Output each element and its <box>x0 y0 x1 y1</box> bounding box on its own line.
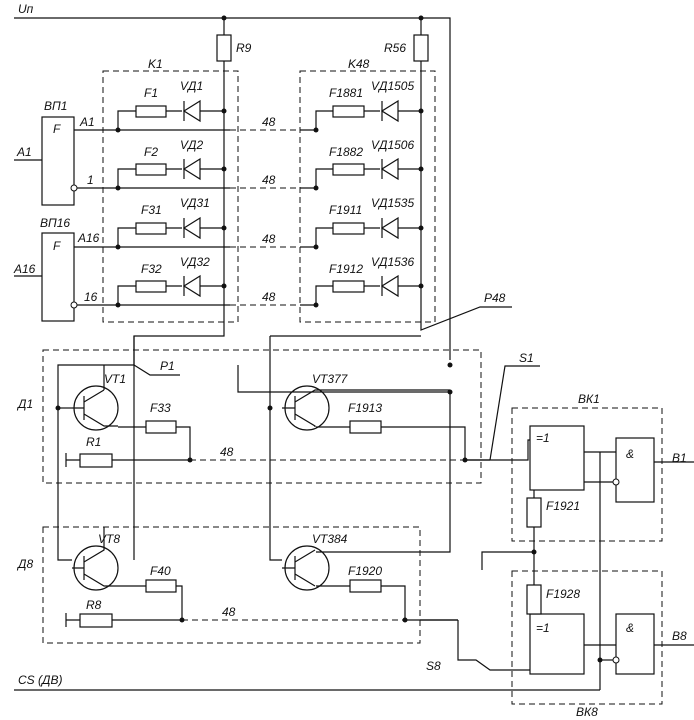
transistor-label: VT377 <box>312 372 349 386</box>
logic-gates <box>526 425 655 675</box>
wiring <box>14 17 694 691</box>
fuse-label: F1928 <box>546 587 580 601</box>
gate-label-and: & <box>626 621 634 635</box>
fuse-label: F1920 <box>348 564 382 578</box>
transistors <box>72 365 450 591</box>
fuse-label: F1881 <box>329 86 363 100</box>
line-label-p48: P48 <box>484 291 506 305</box>
block-label-d1: Д1 <box>16 397 33 411</box>
fuse-label: F31 <box>141 203 162 217</box>
transistor-label: VT1 <box>104 372 126 386</box>
cs-label: CS (ДВ) <box>18 673 62 687</box>
link-label: 48 <box>262 232 276 246</box>
fuse-label: F1913 <box>348 401 382 415</box>
fuse-label: F40 <box>150 564 171 578</box>
buffer-vp1 <box>41 116 75 206</box>
block-label-d8: Д8 <box>16 557 33 571</box>
fuse-label: F32 <box>141 262 162 276</box>
fuse-label: F1911 <box>329 203 362 217</box>
link-label: 48 <box>262 290 276 304</box>
line-label-s8: S8 <box>426 659 441 673</box>
fuse-array-k1 <box>135 105 167 293</box>
diode-label: VД1505 <box>371 79 414 93</box>
diode-label: VД32 <box>180 255 210 269</box>
transistor-label: VT8 <box>98 532 120 546</box>
output-label-b8: B8 <box>672 629 687 643</box>
gate-label-and: & <box>626 447 634 461</box>
fuse-label: F1 <box>144 86 158 100</box>
fuse-label: F1921 <box>546 499 580 513</box>
labels: Uп R9 R56 K1 K48 ВП1 F A1 A1 1 ВП16 F A1… <box>13 2 687 719</box>
fuse-label: F1882 <box>329 145 363 159</box>
line-label-p1: P1 <box>160 359 175 373</box>
resistor-label: R8 <box>86 598 102 612</box>
buffer-out1-vp16: A16 <box>77 231 100 245</box>
decoder-passives <box>65 420 382 628</box>
fuse-label: F33 <box>150 401 171 415</box>
link-label: 48 <box>262 115 276 129</box>
line-label-s1: S1 <box>519 351 534 365</box>
resistor-label: R1 <box>86 435 101 449</box>
diode-label: VД1536 <box>371 255 414 269</box>
buffer-vp16 <box>41 232 75 322</box>
diode-label: VД1535 <box>371 196 414 210</box>
fuse-array-k48 <box>332 105 365 293</box>
link-label: 48 <box>220 445 234 459</box>
pullup-label-r9: R9 <box>236 41 252 55</box>
block-label-vk8: ВК8 <box>576 705 598 719</box>
block-frames <box>42 70 663 705</box>
diode-label: VД1506 <box>371 138 414 152</box>
link-label: 48 <box>262 173 276 187</box>
junctions <box>55 15 603 663</box>
transistor-label: VT384 <box>312 532 348 546</box>
buffer-func-vp1: F <box>53 122 61 136</box>
output-label-b1: B1 <box>672 451 687 465</box>
link-label: 48 <box>222 605 236 619</box>
buffer-out2-vp16: 16 <box>84 290 98 304</box>
fuse-label: F1912 <box>329 262 363 276</box>
block-label-k1: K1 <box>148 57 163 71</box>
block-label-k48: K48 <box>348 57 370 71</box>
buffer-out2-vp1: 1 <box>87 173 94 187</box>
diode-label: VД1 <box>180 79 203 93</box>
pullup-resistor-r56 <box>413 34 429 62</box>
block-label-vk1: ВК1 <box>578 392 600 406</box>
supply-label: Uп <box>18 2 34 16</box>
buffer-out1-vp1: A1 <box>79 115 95 129</box>
diode-label: VД2 <box>180 138 203 152</box>
pullup-label-r56: R56 <box>384 41 406 55</box>
buffer-func-vp16: F <box>53 239 61 253</box>
buffer-input-vp16: A16 <box>13 262 36 276</box>
fuse-label: F2 <box>144 145 158 159</box>
pullup-resistor-r9 <box>216 34 232 62</box>
gate-label-xor: =1 <box>536 431 550 445</box>
gate-label-xor: =1 <box>536 621 550 635</box>
buffer-input-vp1: A1 <box>16 145 32 159</box>
buffer-name-vp16: ВП16 <box>40 216 70 230</box>
buffer-name-vp1: ВП1 <box>44 99 67 113</box>
diode-array <box>182 99 399 298</box>
diode-label: VД31 <box>180 196 210 210</box>
